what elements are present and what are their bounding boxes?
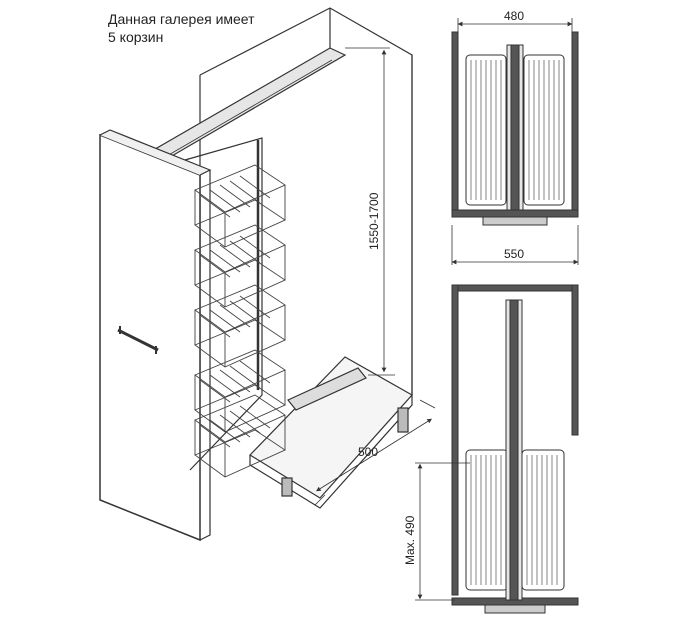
basket-2	[194, 224, 286, 308]
door-handle	[117, 328, 159, 352]
caption: Данная галерея имеет 5 корзин	[108, 10, 255, 46]
basket-4	[194, 349, 286, 433]
basket-5	[194, 394, 286, 478]
bottom-rail	[287, 367, 367, 411]
dim-depth-label: 500	[358, 445, 378, 459]
dim-top-width	[457, 18, 573, 32]
side-view-plinth	[484, 604, 546, 614]
side-basket-right	[521, 449, 565, 591]
side-view-left-panel	[451, 284, 459, 596]
top-view	[451, 31, 579, 226]
dim-height	[345, 47, 395, 376]
side-view	[451, 284, 579, 614]
dim-depth	[314, 399, 436, 506]
top-basket-left	[465, 54, 507, 206]
pullout-frame	[184, 137, 263, 471]
dim-max-extension	[415, 462, 470, 601]
top-view-plinth	[482, 216, 548, 226]
leg-right	[397, 407, 409, 433]
top-view-right-panel	[571, 31, 579, 218]
dim-height-label: 1550-1700	[367, 192, 381, 250]
baskets-isometric	[194, 164, 286, 478]
caption-line-2: 5 корзин	[108, 29, 164, 45]
side-basket-left	[465, 449, 509, 591]
dim-top-width-label: 480	[504, 9, 524, 23]
cabinet-isometric	[99, 7, 413, 542]
leg-front	[281, 477, 293, 497]
dim-max-extension-label: Max. 490	[403, 515, 417, 565]
basket-1	[194, 164, 286, 248]
top-basket-right	[523, 54, 565, 206]
top-view-left-panel	[451, 31, 459, 218]
caption-line-1: Данная галерея имеет	[108, 11, 255, 27]
dim-outer-width	[451, 225, 579, 265]
side-view-top-panel	[451, 284, 579, 292]
door-panel	[99, 133, 201, 542]
top-view-bottom-panel	[451, 209, 579, 218]
side-view-right-panel	[571, 284, 579, 436]
basket-3	[194, 284, 286, 368]
dim-outer-width-label: 550	[504, 247, 524, 261]
